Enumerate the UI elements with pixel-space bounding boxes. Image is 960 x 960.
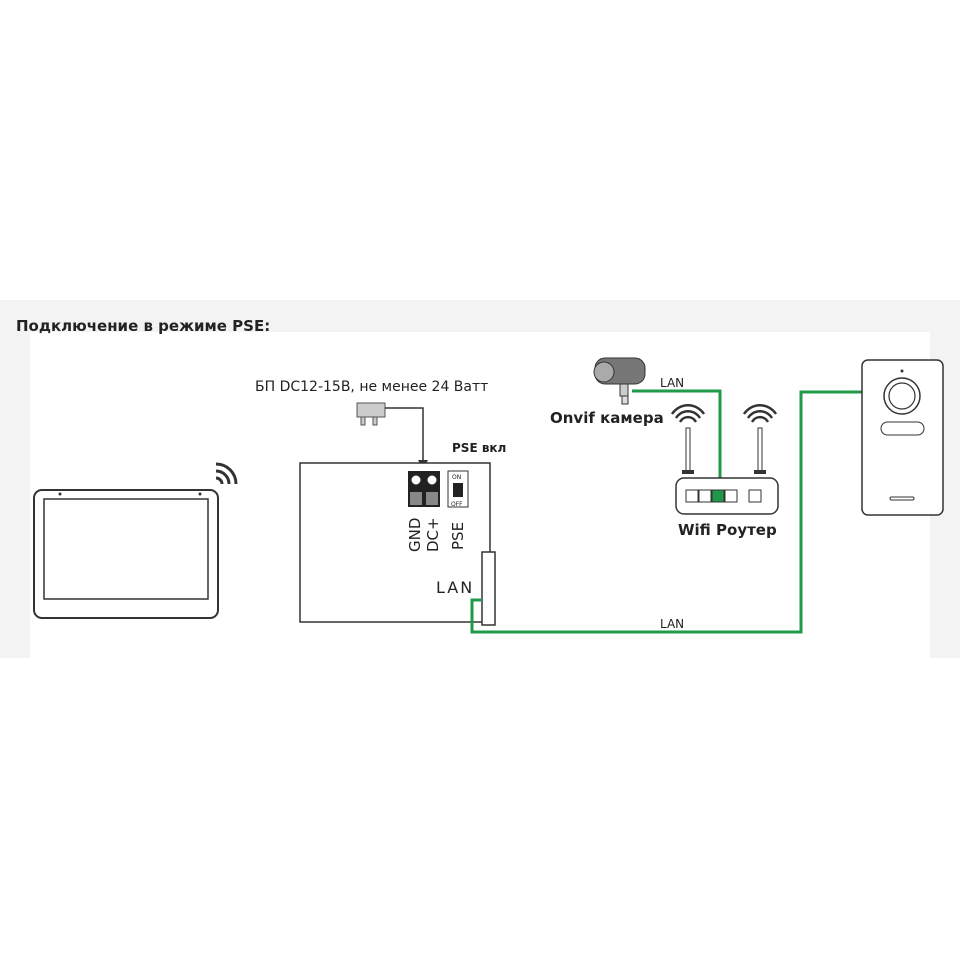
- power-supply-label: БП DC12-15В, не менее 24 Ватт: [255, 379, 488, 395]
- switch-off-label: OFF: [451, 501, 463, 508]
- lan-cable-camera: [632, 389, 722, 500]
- pse-switch[interactable]: ON OFF: [447, 470, 469, 508]
- indoor-monitor: [33, 489, 219, 619]
- lan-port-label: LAN: [436, 578, 474, 597]
- pse-on-label: PSE вкл: [452, 441, 506, 455]
- power-terminal-block: [408, 471, 440, 507]
- router-antenna-signal-icon: [670, 404, 778, 423]
- router-label: Wifi Роутер: [678, 521, 777, 539]
- dc-plus-label: DC+: [424, 517, 442, 552]
- bottom-lan-label: LAN: [660, 617, 684, 631]
- wifi-router: [675, 427, 779, 515]
- camera-icon: [593, 357, 646, 405]
- camera-lan-label: LAN: [660, 376, 684, 390]
- wifi-signal-icon: [215, 462, 238, 485]
- diagram-title: Подключение в режиме PSE:: [16, 317, 270, 335]
- camera-label: Onvif камера: [550, 409, 664, 427]
- lan-port: [481, 551, 496, 626]
- outdoor-door-station: [861, 359, 944, 516]
- pse-label: PSE: [449, 522, 467, 550]
- gnd-label: GND: [406, 518, 424, 552]
- lan-cable-main: [470, 390, 862, 634]
- switch-on-label: ON: [452, 474, 461, 481]
